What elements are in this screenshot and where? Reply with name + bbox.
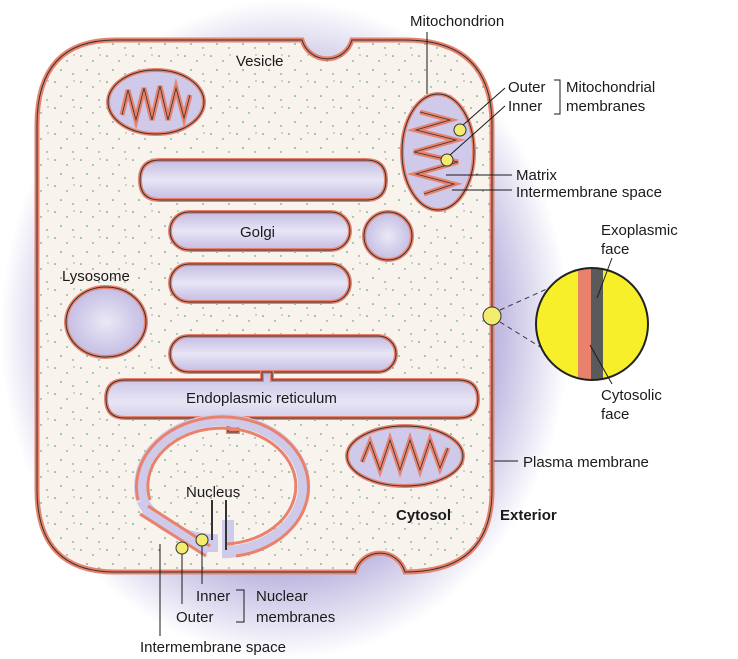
label-exterior: Exterior: [500, 507, 557, 524]
mitochondrion-right: [400, 92, 476, 212]
golgi: [168, 210, 352, 304]
nuc-outer-marker: [175, 541, 189, 555]
label-mito-inner: Inner: [508, 98, 542, 115]
label-golgi: Golgi: [240, 224, 275, 241]
label-nuc-intermembrane: Intermembrane space: [140, 639, 286, 656]
label-mito-membranes-1: Mitochondrial: [566, 79, 655, 96]
mitochondrion-top-left: [106, 68, 206, 136]
label-lysosome: Lysosome: [62, 268, 130, 285]
label-mito-intermembrane: Intermembrane space: [516, 184, 662, 201]
label-exoplasmic-1: Exoplasmic: [601, 222, 678, 239]
label-nuc-membranes-2: membranes: [256, 609, 335, 626]
label-mitochondrion: Mitochondrion: [410, 13, 504, 30]
label-mito-membranes-2: membranes: [566, 98, 645, 115]
label-nuc-outer: Outer: [176, 609, 214, 626]
label-plasma-membrane: Plasma membrane: [523, 454, 649, 471]
label-exoplasmic-2: face: [601, 241, 629, 258]
label-nuc-membranes-1: Nuclear: [256, 588, 308, 605]
leader-lines: [159, 32, 613, 636]
outer-membrane-marker: [453, 123, 467, 137]
label-mito-outer: Outer: [508, 79, 546, 96]
label-nuc-inner: Inner: [196, 588, 230, 605]
label-nucleus: Nucleus: [186, 484, 240, 501]
label-er: Endoplasmic reticulum: [186, 390, 337, 407]
label-cytosol: Cytosol: [396, 507, 451, 524]
vesicle-tube: [137, 158, 389, 202]
label-matrix: Matrix: [516, 167, 557, 184]
label-vesicle: Vesicle: [236, 53, 284, 70]
mitochondrion-bottom: [345, 424, 465, 488]
label-cytosolic-2: face: [601, 406, 629, 423]
inner-membrane-marker: [440, 153, 454, 167]
plasma-membrane-marker: [482, 306, 502, 326]
label-cytosolic-1: Cytosolic: [601, 387, 662, 404]
nuc-inner-marker: [195, 533, 209, 547]
